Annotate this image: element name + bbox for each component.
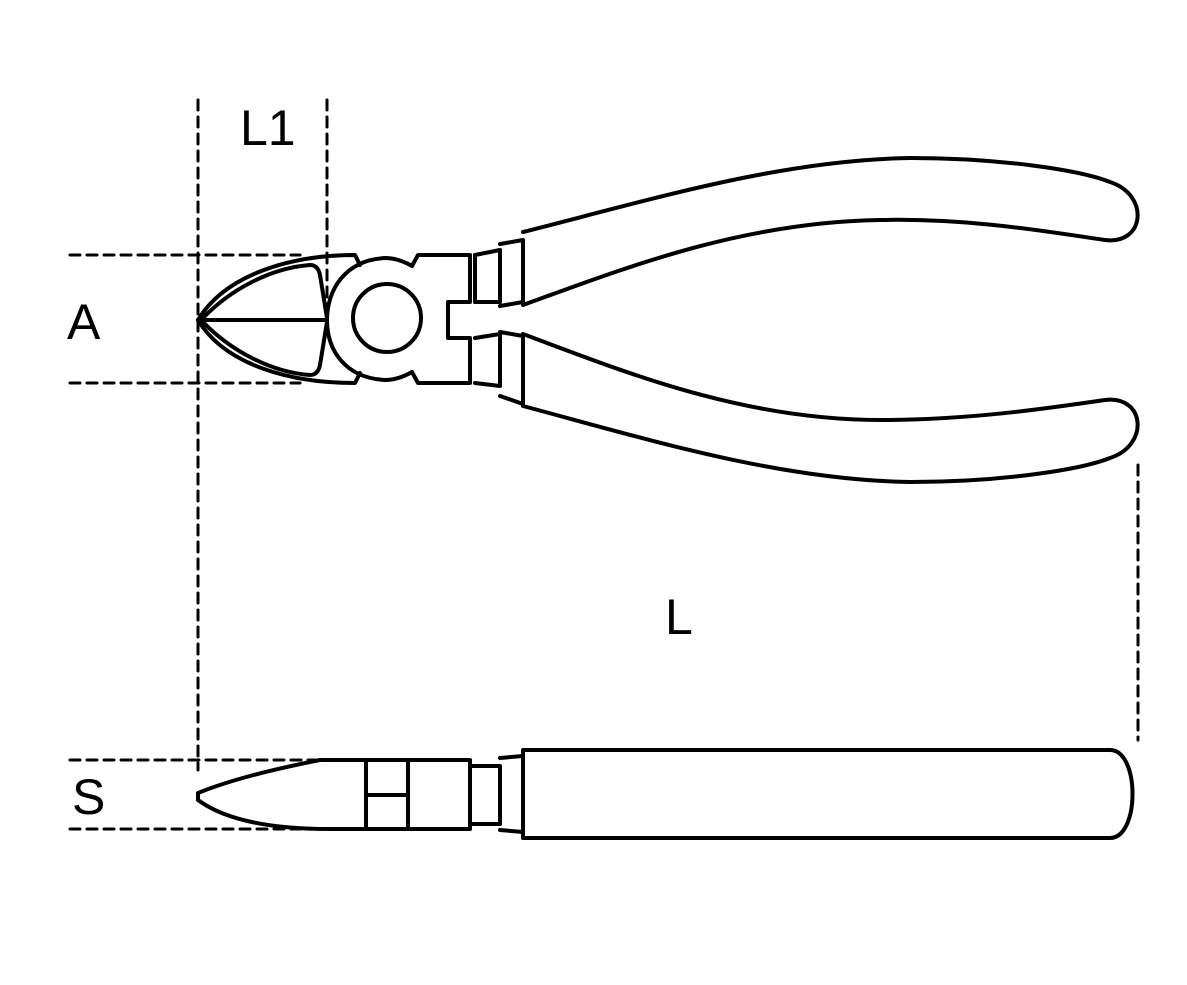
dimension-label-l1: L1	[240, 100, 296, 156]
pliers-head-top-view	[196, 156, 1140, 484]
dimension-lines	[68, 98, 1140, 831]
dimension-label-a: A	[67, 294, 101, 350]
dimension-label-s: S	[72, 769, 106, 825]
pliers-side-view	[196, 748, 1135, 840]
dimension-label-l: L	[665, 589, 693, 645]
